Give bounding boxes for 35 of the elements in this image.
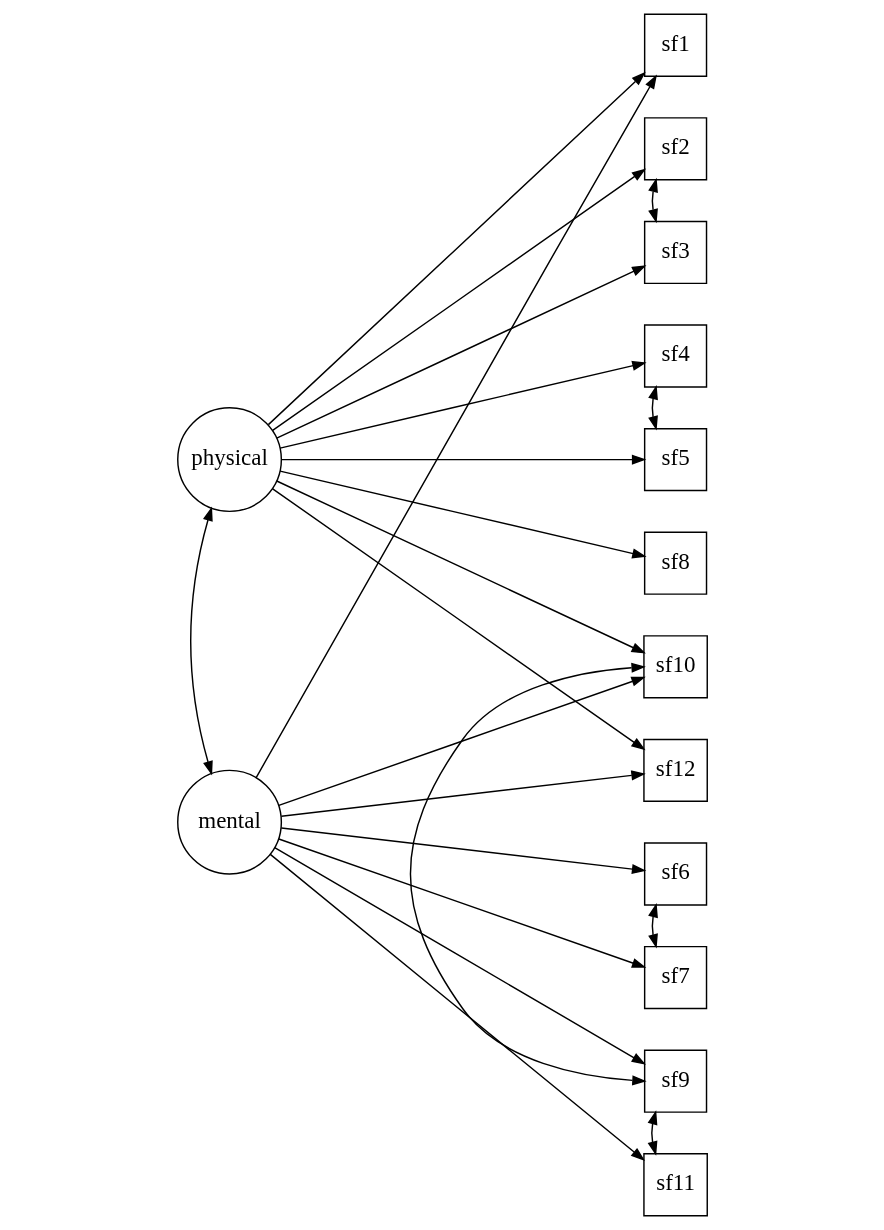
arrow <box>647 903 658 949</box>
arrow <box>189 506 213 776</box>
arrow <box>255 74 657 779</box>
node-box: sf11 <box>642 1153 708 1217</box>
arrow <box>280 827 646 875</box>
arrow <box>269 853 645 1161</box>
node-box: sf6 <box>643 842 707 906</box>
node-box: sf2 <box>643 117 707 181</box>
arrow <box>273 847 646 1065</box>
arrow <box>280 454 646 465</box>
node-box: sf10 <box>642 635 708 699</box>
arrow <box>647 385 658 431</box>
arrow <box>278 470 647 559</box>
arrow <box>277 676 646 807</box>
node-box: sf8 <box>643 531 707 595</box>
node-circle: mental <box>176 769 282 875</box>
arrow <box>278 360 647 449</box>
node-box: sf3 <box>643 220 707 285</box>
arrow <box>275 480 646 654</box>
node-box: sf9 <box>643 1049 707 1113</box>
node-box: sf5 <box>643 427 707 492</box>
arrow <box>267 71 646 426</box>
arrow <box>277 838 646 968</box>
arrow <box>409 662 647 1086</box>
node-box: sf4 <box>643 324 707 388</box>
node-box: sf7 <box>643 945 707 1010</box>
node-box: sf12 <box>642 738 708 803</box>
arrow <box>275 265 646 439</box>
arrow <box>271 488 646 751</box>
arrow <box>271 168 646 432</box>
arrow <box>647 1110 657 1156</box>
node-circle: physical <box>176 407 282 513</box>
arrow <box>280 770 646 818</box>
arrow <box>647 177 658 224</box>
node-box: sf1 <box>643 13 707 77</box>
